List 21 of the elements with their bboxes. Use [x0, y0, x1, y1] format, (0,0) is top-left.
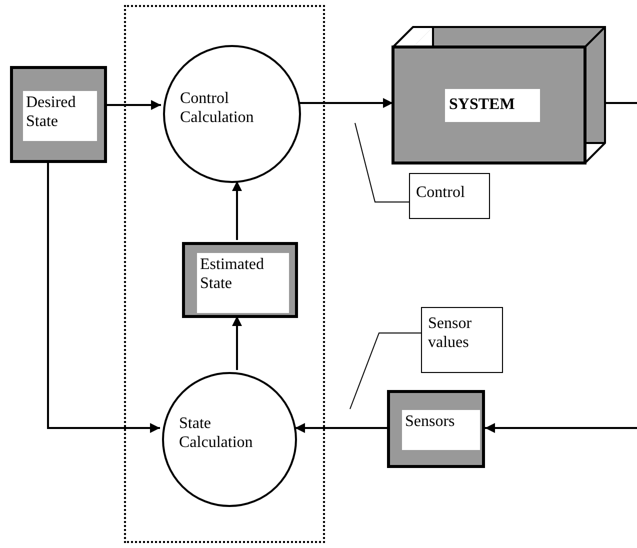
process-box	[10, 66, 107, 163]
node-label: SYSTEM	[445, 89, 540, 122]
arrow	[295, 423, 387, 433]
arrow	[107, 100, 161, 110]
node-label: Sensors	[402, 410, 480, 450]
node-label: Control Calculation	[179, 89, 255, 128]
arrow	[299, 98, 393, 108]
process-box	[387, 390, 485, 468]
leader-line	[354, 122, 410, 202]
node-label: State Calculation	[178, 414, 254, 454]
callout-box	[409, 173, 490, 219]
arrow	[47, 163, 160, 433]
arrow	[485, 423, 637, 433]
node-label: Estimated State	[197, 253, 289, 313]
arrow	[232, 316, 242, 370]
node-label: Desired State	[23, 91, 97, 141]
arrow	[232, 181, 242, 240]
process-box	[182, 242, 298, 318]
dotted-boundary	[124, 5, 325, 543]
leader-line	[350, 332, 422, 410]
system-block	[393, 27, 605, 163]
